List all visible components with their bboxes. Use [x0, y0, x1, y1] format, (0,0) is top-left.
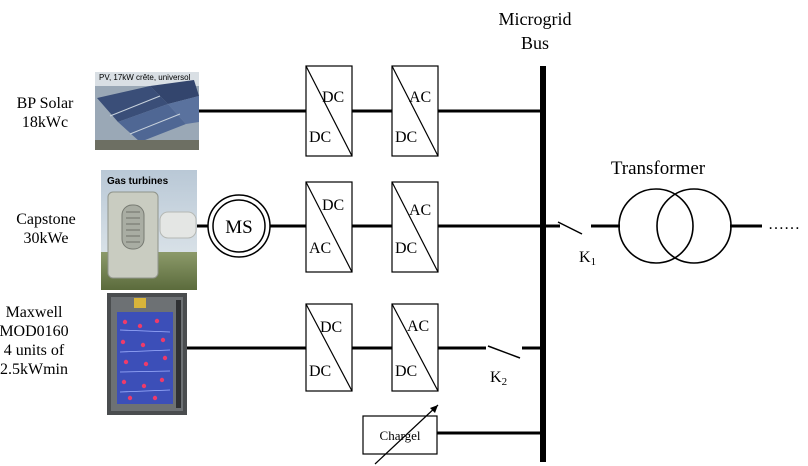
- gas-turbine-caption: Gas turbines: [107, 176, 169, 187]
- converter-row2-2-bottom: DC: [395, 240, 417, 257]
- transformer-symbol: [619, 189, 731, 263]
- solar-photo-caption: PV, 17kW crête, universol: [99, 73, 191, 82]
- k1-label: K1: [579, 249, 596, 268]
- solar-label: BP Solar 18kWc: [2, 94, 88, 132]
- converter-row2-2-top: AC: [409, 202, 431, 219]
- converter-row2-1-top: DC: [322, 197, 344, 214]
- solar-panel-photo: PV, 17kW crête, universol: [95, 72, 199, 150]
- switch-k2[interactable]: [488, 346, 520, 358]
- ms-machine: MS: [208, 195, 270, 257]
- converter-row1-1-bottom: DC: [309, 129, 331, 146]
- continuation-dots: ……: [768, 216, 800, 233]
- converter-row1-1-top: DC: [322, 89, 344, 106]
- capstone-label-line2: 30kWe: [6, 229, 86, 248]
- maxwell-label: Maxwell MOD0160 4 units of 2.5kWmin: [0, 303, 86, 379]
- solar-label-line1: BP Solar: [2, 94, 88, 113]
- converter-row2-1-bottom: AC: [309, 240, 331, 257]
- gas-turbine-photo: Gas turbines: [101, 170, 197, 290]
- converter-row1-2-top: AC: [409, 89, 431, 106]
- transformer-label: Transformer: [611, 158, 706, 179]
- charge-label: Chargel: [380, 428, 421, 443]
- variable-charge: Chargel: [363, 405, 438, 464]
- bus-title-line2: Bus: [521, 33, 549, 53]
- ultracapacitor-photo: [107, 293, 187, 415]
- maxwell-label-line2: MOD0160: [0, 322, 86, 341]
- k2-label: K2: [490, 369, 507, 388]
- converter-row3-2-bottom: DC: [395, 363, 417, 380]
- solar-label-line2: 18kWc: [2, 113, 88, 132]
- switch-k1[interactable]: [558, 222, 582, 234]
- converter-row3-1-top: DC: [320, 319, 342, 336]
- converter-row3-1-bottom: DC: [309, 363, 331, 380]
- capstone-label-line1: Capstone: [6, 210, 86, 229]
- converter-row1-2-bottom: DC: [395, 129, 417, 146]
- capstone-label: Capstone 30kWe: [6, 210, 86, 248]
- ms-label: MS: [225, 217, 252, 238]
- maxwell-label-line4: 2.5kWmin: [0, 360, 86, 379]
- maxwell-label-line1: Maxwell: [0, 303, 86, 322]
- maxwell-label-line3: 4 units of: [0, 341, 86, 360]
- bus-title-line1: Microgrid: [499, 9, 572, 29]
- converter-row3-2-top: AC: [407, 318, 429, 335]
